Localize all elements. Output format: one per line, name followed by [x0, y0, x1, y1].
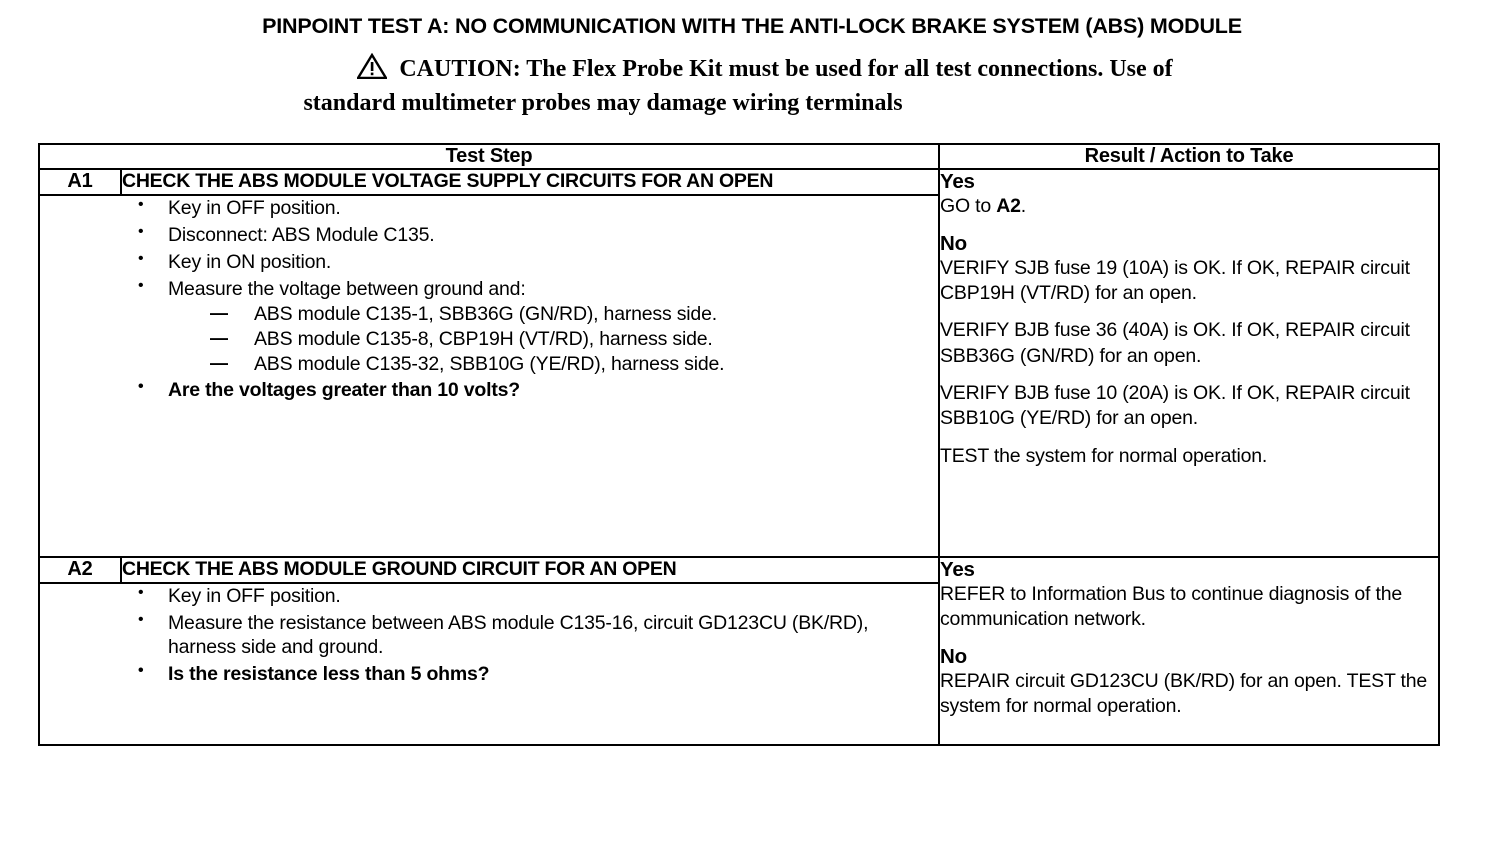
result-yes-label-a1: Yes	[940, 170, 975, 193]
page-title: PINPOINT TEST A: NO COMMUNICATION WITH T…	[262, 14, 1242, 38]
list-item: ABS module C135-1, SBB36G (GN/RD), harne…	[210, 302, 938, 327]
warning-triangle-icon	[356, 52, 389, 88]
column-header-test-step: Test Step	[38, 143, 940, 170]
result-yes-text-a2: REFER to Information Bus to continue dia…	[940, 582, 1402, 631]
column-header-result-action: Result / Action to Take	[938, 143, 1440, 170]
table-row: Key in OFF position. Disconnect: ABS Mod…	[38, 193, 1439, 558]
table-row: Key in OFF position. Measure the resista…	[38, 581, 1439, 746]
bullet-list-a2: Key in OFF position. Measure the resista…	[40, 583, 938, 688]
caution-text-line-1: CAUTION: The Flex Probe Kit must be used…	[399, 56, 1173, 82]
result-no-label-a2: No	[940, 644, 967, 668]
bullet-list-a1: Key in OFF position. Disconnect: ABS Mod…	[40, 195, 938, 404]
sub-bullet-list-a1: ABS module C135-1, SBB36G (GN/RD), harne…	[168, 302, 938, 377]
step-id-a2: A2	[38, 555, 122, 584]
pinpoint-test-table: Test Step Result / Action to Take A1 CHE…	[38, 143, 1440, 746]
table-header-row: Test Step Result / Action to Take	[38, 143, 1440, 170]
list-item: Measure the voltage between ground and: …	[136, 276, 938, 377]
result-no-paragraph: REPAIR circuit GD123CU (BK/RD) for an op…	[940, 669, 1428, 718]
list-item: Key in OFF position.	[136, 583, 938, 609]
goto-suffix: .	[1020, 195, 1026, 218]
result-no-label-a1: No	[940, 231, 967, 255]
step-body-a1: Key in OFF position. Disconnect: ABS Mod…	[38, 193, 940, 558]
list-item: Measure the resistance between ABS modul…	[136, 610, 938, 661]
result-cell-a1: Yes GO to A2. No VERIFY SJB fuse 19 (10A…	[938, 168, 1440, 558]
step-id-a1: A1	[38, 168, 122, 196]
result-no-paragraph: VERIFY BJB fuse 10 (20A) is OK. If OK, R…	[940, 382, 1410, 430]
list-item: Disconnect: ABS Module C135.	[136, 222, 938, 248]
step-title-a2: CHECK THE ABS MODULE GROUND CIRCUIT FOR …	[120, 555, 940, 584]
goto-step-ref: A2	[996, 195, 1021, 218]
caution-notice: CAUTION: The Flex Probe Kit must be used…	[0, 39, 1504, 118]
caution-text-line-2: standard multimeter probes may damage wi…	[303, 89, 903, 116]
result-yes-label-a2: Yes	[940, 557, 975, 581]
table-row: A2 CHECK THE ABS MODULE GROUND CIRCUIT F…	[38, 555, 1440, 746]
step-title-a1: CHECK THE ABS MODULE VOLTAGE SUPPLY CIRC…	[120, 168, 940, 196]
table-row: A1 CHECK THE ABS MODULE VOLTAGE SUPPLY C…	[38, 168, 1440, 558]
result-cell-a2: Yes REFER to Information Bus to continue…	[938, 555, 1440, 746]
result-no-paragraph: TEST the system for normal operation.	[940, 444, 1268, 467]
result-no-paragraph: VERIFY BJB fuse 36 (40A) is OK. If OK, R…	[940, 319, 1410, 367]
goto-prefix: GO to	[940, 195, 997, 218]
step-body-a2: Key in OFF position. Measure the resista…	[38, 581, 940, 746]
result-yes-text-a1: GO to A2.	[940, 194, 1438, 219]
list-item: ABS module C135-32, SBB10G (YE/RD), harn…	[210, 352, 938, 377]
list-item: ABS module C135-8, CBP19H (VT/RD), harne…	[210, 327, 938, 352]
list-item: Key in ON position.	[136, 249, 938, 275]
list-item-question: Is the resistance less than 5 ohms?	[136, 661, 938, 687]
list-item-question: Are the voltages greater than 10 volts?	[136, 377, 938, 403]
list-item: Key in OFF position.	[136, 195, 938, 221]
result-no-paragraph: VERIFY SJB fuse 19 (10A) is OK. If OK, R…	[940, 256, 1410, 305]
list-item-label: Measure the voltage between ground and:	[168, 277, 526, 300]
